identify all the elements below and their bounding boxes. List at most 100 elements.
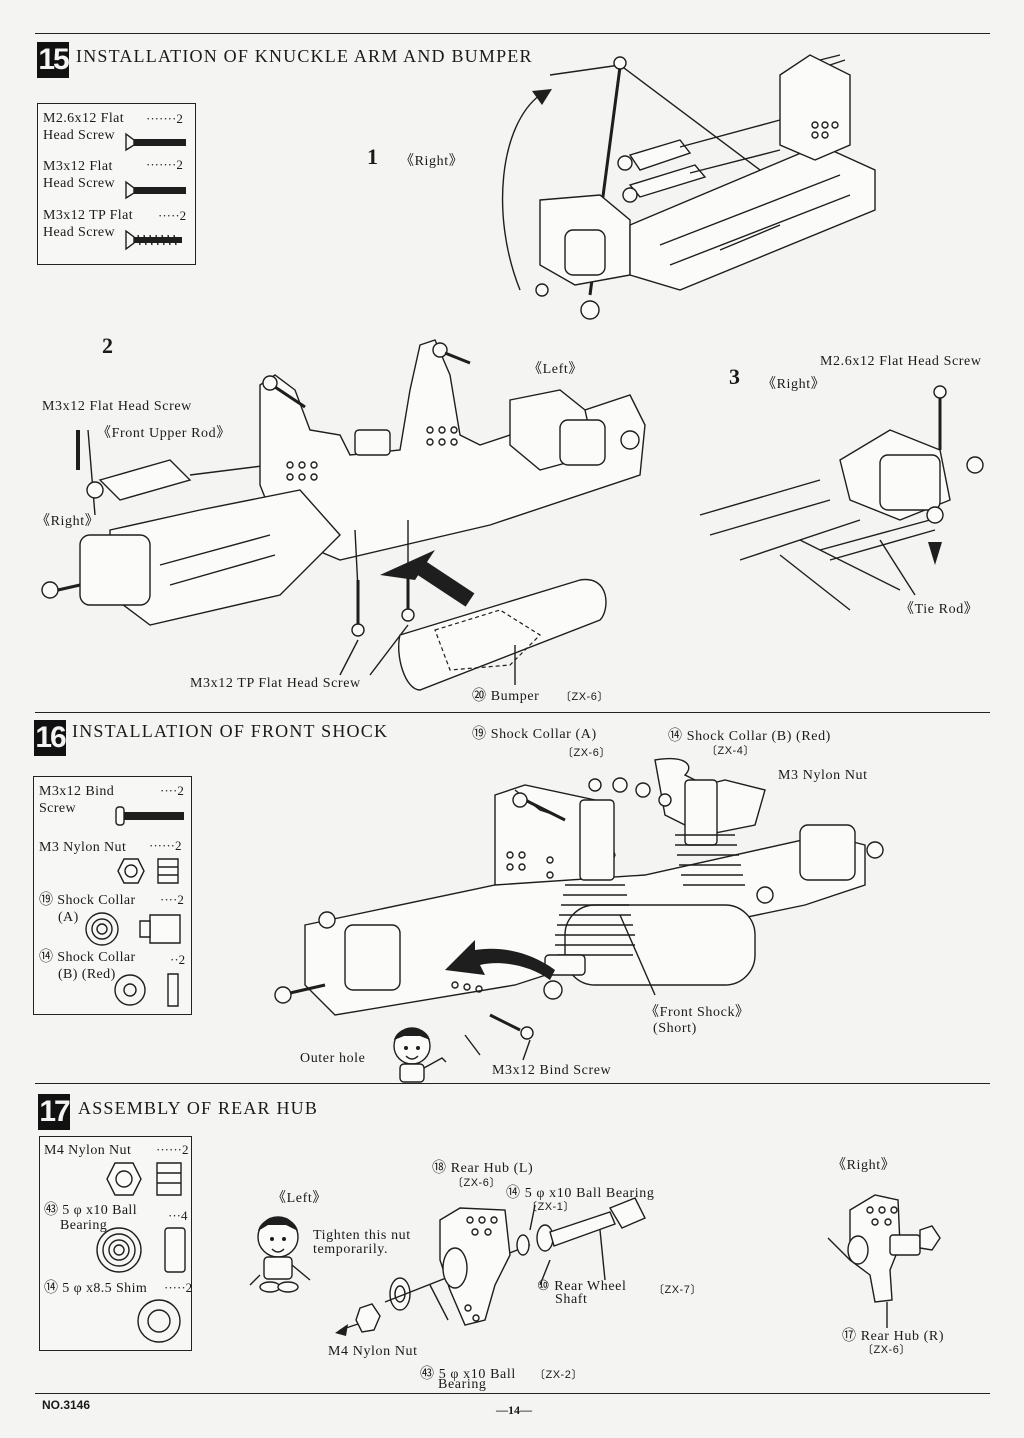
step-15-title: INSTALLATION OF KNUCKLE ARM AND BUMPER xyxy=(76,46,533,66)
shock-collar-a-label: ⑲ Shock Collar (A) xyxy=(472,727,597,742)
page-number: —14— xyxy=(496,1403,532,1417)
part-line: (B) (Red) xyxy=(58,967,116,982)
wheel-shaft-kit: 〔ZX-7〕 xyxy=(653,1284,702,1296)
m4-nylon-nut-icon xyxy=(105,1159,190,1201)
hub-holes xyxy=(465,1217,497,1321)
m4-nylon-nut-label: M4 Nylon Nut xyxy=(328,1344,418,1359)
part-count: ·····2 xyxy=(164,1280,193,1295)
part-count-value: 2 xyxy=(174,838,182,853)
rear-hub-l-label: ⑱ Rear Hub (L) xyxy=(432,1161,534,1176)
part-line: ⑭ 5 φ x8.5 Shim xyxy=(44,1281,148,1296)
rivet-holes xyxy=(287,427,457,480)
tighten-note-line-2: temporarily. xyxy=(313,1242,389,1257)
front-chassis-illustration xyxy=(40,335,660,705)
part-count-value: 2 xyxy=(185,1280,193,1295)
model-number: NO.3146 xyxy=(42,1398,91,1412)
shock-collar-b-label: ⑭ Shock Collar (B) (Red) xyxy=(668,729,831,744)
step-16-parts-box: M3x12 Bind ····2 Screw M3 Nylon Nut ····… xyxy=(33,776,192,1015)
m26-screw-label: M2.6x12 Flat Head Screw xyxy=(820,354,982,369)
shock-absorber-2 xyxy=(675,780,773,903)
part-count-value: 2 xyxy=(177,783,184,798)
outer-holes xyxy=(452,982,482,992)
shock-collar-a-icon xyxy=(82,907,187,947)
part-line: M4 Nylon Nut xyxy=(44,1143,132,1158)
part-line: Head Screw xyxy=(43,176,116,191)
tp-flat-head-screw-label: M3x12 TP Flat Head Screw xyxy=(190,676,361,691)
flat-head-screw-icon xyxy=(124,132,186,152)
rear-hub-r-kit: 〔ZX-6〕 xyxy=(862,1344,911,1356)
bearing-bottom-kit: 〔ZX-2〕 xyxy=(534,1369,583,1381)
bottom-rule xyxy=(35,1393,990,1394)
rear-hub-l-kit: 〔ZX-6〕 xyxy=(452,1177,501,1189)
bearing-bottom-label-1: ㊸ 5 φ x10 Ball xyxy=(420,1367,516,1382)
section-rule xyxy=(35,712,990,713)
hub-holes xyxy=(867,1207,897,1225)
right-side-label: 《Right》 xyxy=(762,377,826,392)
tp-screw-icon xyxy=(124,229,182,251)
wheel-shaft-label-2: Shaft xyxy=(555,1292,588,1307)
bumper-kit-code: 〔ZX-6〕 xyxy=(560,691,609,703)
part-line: ㊸ 5 φ x10 Ball xyxy=(44,1203,138,1218)
part-line: (A) xyxy=(58,910,79,925)
front-shock-label: 《Front Shock》 xyxy=(645,1005,750,1020)
part-count: ·······2 xyxy=(146,157,183,172)
right-side-label: 《Right》 xyxy=(36,514,100,529)
section-rule xyxy=(35,1083,990,1084)
substep-1-number: 1 xyxy=(367,144,378,169)
part-count: ·······2 xyxy=(146,111,183,126)
tighten-note-line-1: Tighten this nut xyxy=(313,1228,411,1243)
part-count-value: 2 xyxy=(176,111,183,126)
part-count: ···4 xyxy=(168,1208,188,1223)
right-side-label: 《Right》 xyxy=(832,1158,896,1173)
part-count-value: 2 xyxy=(177,892,184,907)
bind-screw-label: M3x12 Bind Screw xyxy=(492,1063,612,1078)
tie-rod-label: 《Tie Rod》 xyxy=(900,602,979,617)
shim-icon xyxy=(135,1297,185,1345)
shock-collar-a-kit: 〔ZX-6〕 xyxy=(562,747,611,759)
part-count: ·····2 xyxy=(158,208,187,223)
mascot-icon xyxy=(240,1205,315,1295)
step-16-title: INSTALLATION OF FRONT SHOCK xyxy=(72,721,389,741)
outer-hole-label: Outer hole xyxy=(300,1051,366,1066)
part-count-value: 2 xyxy=(178,952,186,967)
nylon-nut-icon xyxy=(114,855,184,887)
part-line: M3x12 TP Flat xyxy=(43,208,133,223)
part-line: Head Screw xyxy=(43,225,116,240)
part-line: M2.6x12 Flat xyxy=(43,111,125,126)
tie-rod-illustration xyxy=(700,370,995,620)
part-count: ······2 xyxy=(149,838,182,853)
left-side-label: 《Left》 xyxy=(528,362,583,377)
part-line: M3x12 Flat xyxy=(43,159,113,174)
top-rule xyxy=(35,33,990,34)
part-line: M3x12 Bind xyxy=(39,784,115,799)
substep-2-number: 2 xyxy=(102,333,113,358)
step-17-title: ASSEMBLY OF REAR HUB xyxy=(78,1098,319,1118)
m3-nylon-nut-label: M3 Nylon Nut xyxy=(778,768,868,783)
front-shock-sub-label: (Short) xyxy=(653,1021,697,1036)
rear-hub-r-label: ⑰ Rear Hub (R) xyxy=(842,1329,945,1344)
part-count-value: 2 xyxy=(181,1142,189,1157)
step-15-number: 15 xyxy=(37,42,70,78)
bind-screw-icon xyxy=(114,805,184,827)
flat-head-screw-label: M3x12 Flat Head Screw xyxy=(42,399,192,414)
bearing-bottom-label-2: Bearing xyxy=(438,1377,487,1392)
step-16-number: 16 xyxy=(34,720,67,756)
bumper-label: ⑳ Bumper xyxy=(472,689,540,704)
step-17-number: 17 xyxy=(38,1094,71,1130)
ball-bearing-icon xyxy=(95,1222,190,1277)
front-upper-rod-label: 《Front Upper Rod》 xyxy=(97,426,231,441)
step-15-parts-box: M2.6x12 Flat ·······2 Head Screw M3x12 F… xyxy=(37,103,196,265)
rear-hub-right-illustration xyxy=(820,1190,950,1320)
part-line: Bearing xyxy=(60,1218,108,1233)
part-count-value: 2 xyxy=(179,208,187,223)
wheel-shaft-label-1: ⑩ Rear Wheel xyxy=(537,1279,627,1294)
part-line: Screw xyxy=(39,801,76,816)
bearing-top-kit: 〔ZX-1〕 xyxy=(526,1201,575,1213)
substep-1-side-label: 《Right》 xyxy=(400,154,464,169)
rear-hub-left-illustration xyxy=(335,1190,660,1336)
part-count: ··2 xyxy=(170,952,186,967)
left-side-label: 《Left》 xyxy=(272,1191,327,1206)
bearing-top-label: ⑭ 5 φ x10 Ball Bearing xyxy=(506,1186,655,1201)
part-count: ····2 xyxy=(160,892,184,907)
